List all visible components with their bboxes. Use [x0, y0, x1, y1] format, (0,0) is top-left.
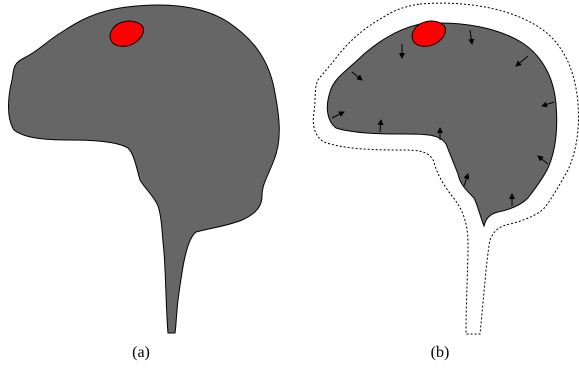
brain-shape-b: [327, 23, 556, 226]
caption-panel-a: (a): [132, 344, 150, 362]
brain-shape-a: [9, 5, 280, 333]
panel-a: [9, 5, 280, 333]
caption-panel-b: (b): [431, 344, 450, 362]
panel-b: [313, 3, 578, 334]
